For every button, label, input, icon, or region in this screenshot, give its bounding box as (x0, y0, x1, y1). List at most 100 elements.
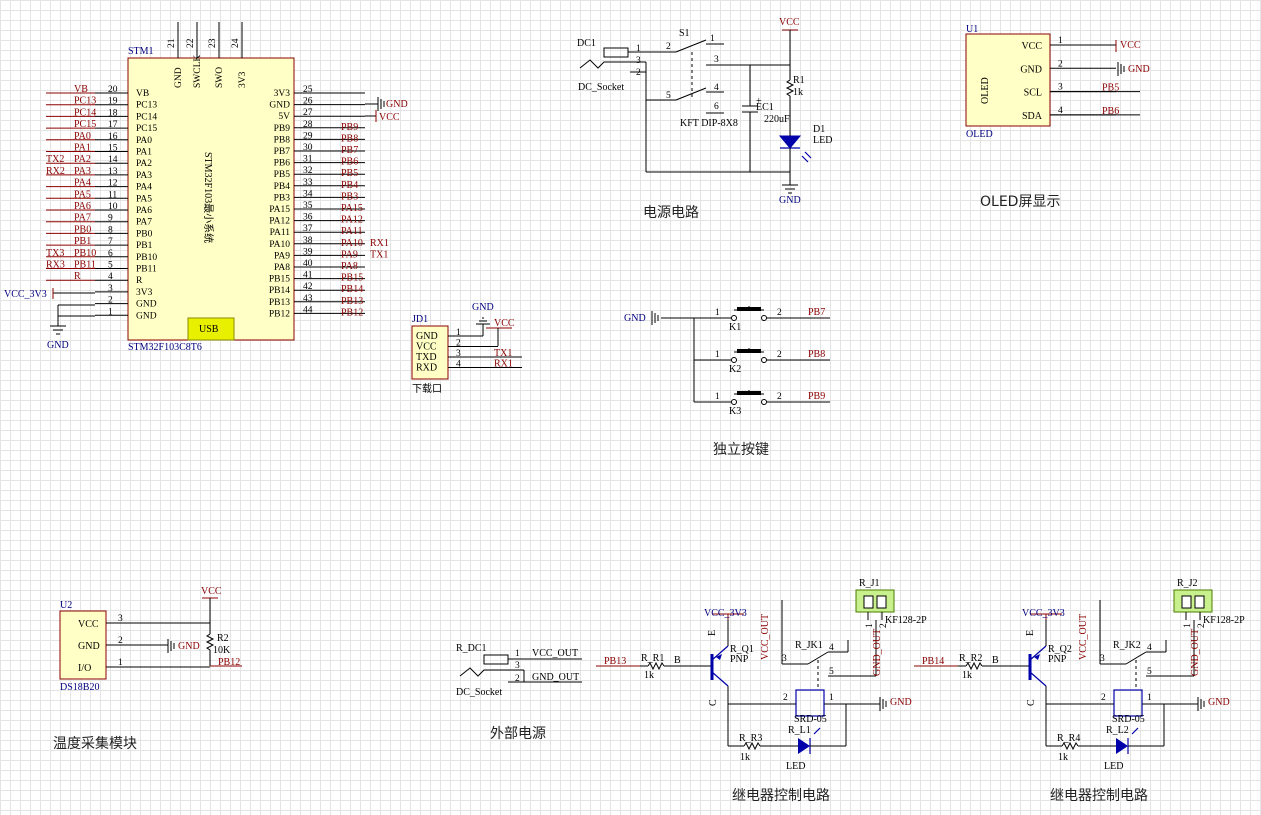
stm-right-pin-name: PA9 (274, 251, 290, 261)
stm-left-pin-name: PA5 (136, 194, 152, 204)
relay-e-label: E (1025, 630, 1036, 636)
relay-jk: R_JK1 (795, 640, 823, 651)
stm-right-pin-name: PB14 (269, 286, 290, 296)
stm-left-pin-name: PA7 (136, 218, 152, 228)
relay-j-part: KF128-2P (1203, 615, 1245, 626)
relay-vcc-out: VCC_OUT (760, 614, 771, 660)
relay-e-label: E (707, 630, 718, 636)
jd1-pin-name: VCC (416, 342, 437, 353)
stm-left-pin-num: 5 (108, 261, 113, 271)
stm-left-pin-num: 2 (108, 296, 113, 306)
relay-jk: R_JK2 (1113, 640, 1141, 651)
stm32-module[interactable]: STM1 USB STM32F103C8T6 STM32F103最小系统 21G… (4, 22, 408, 353)
jd1-vcc: VCC (494, 318, 515, 329)
relay-j: R_J1 (859, 578, 880, 589)
svg-text:6: 6 (714, 102, 719, 112)
stm-right-net-PB15: PB15 (341, 273, 363, 284)
stm-left-pin-num: 15 (108, 144, 118, 154)
jd1-gnd: GND (472, 302, 494, 313)
relay-gnd-out: GND_OUT (872, 629, 883, 676)
relay-caption: 继电器控制电路 (732, 788, 830, 804)
external-power[interactable]: R_DC1 DC_Socket 1 3 2 VCC_OUT GND_OUT 外部… (456, 643, 582, 742)
keys-gnd: GND (624, 313, 646, 324)
relay-j-pin1: 1 (1183, 623, 1193, 628)
stm-right-net-PB3: PB3 (341, 191, 358, 202)
jd1-net-TX1: TX1 (494, 348, 512, 359)
stm-left-pin-name: PC14 (136, 112, 157, 122)
stm-right-pin-num: 28 (303, 120, 313, 130)
oled-pin-num: 3 (1058, 83, 1063, 93)
stm-right-extra: RX1 (370, 238, 389, 249)
oled-net-PB6: PB6 (1102, 106, 1119, 117)
svg-text:3: 3 (515, 661, 520, 671)
stm-right-net-PB12: PB12 (341, 307, 363, 318)
stm-right-net-PA10: PA10 (341, 238, 363, 249)
temp-pin-num: 3 (118, 614, 123, 624)
stm-right-pin-num: 40 (303, 259, 313, 269)
ext-vcc-out: VCC_OUT (532, 648, 578, 659)
relay-b-label: B (992, 655, 999, 666)
relay-j: R_J2 (1177, 578, 1198, 589)
key-net-PB8: PB8 (808, 349, 825, 360)
key-pin2: 2 (777, 392, 782, 402)
key-pin1: 1 (715, 392, 720, 402)
relay-q-type: PNP (730, 654, 749, 665)
stm-left-pin-num: 7 (108, 237, 113, 247)
stm-vcc3v3-label: VCC_3V3 (4, 289, 47, 300)
oled-body-text: OLED (980, 77, 991, 104)
stm-left-net-PB1: PB1 (74, 236, 91, 247)
stm-left-pin-num: 17 (108, 120, 118, 130)
key-net-PB9: PB9 (808, 391, 825, 402)
relay-q: R_Q2 (1048, 644, 1072, 655)
stm-right-pin-name: PB4 (274, 182, 291, 192)
relay-j-part: KF128-2P (885, 615, 927, 626)
jd1-body (411, 325, 449, 380)
ec1-label: EC1 (756, 102, 774, 113)
relay-led: R_L1 (788, 725, 811, 736)
stm-right-pin-num: 36 (303, 213, 313, 223)
relay-r-led-value: 1k (740, 752, 750, 763)
stm-right-pin-num: 34 (303, 189, 313, 199)
relay-vcc-out: VCC_OUT (1078, 614, 1089, 660)
stm-left-pin-name: PB0 (136, 229, 153, 239)
relay-jk-pin5: 5 (1147, 667, 1152, 677)
stm-right-pin-name: PB9 (274, 124, 291, 134)
switch-part: KFT DIP-8X8 (680, 118, 738, 129)
stm-top-pin-name: SWCLK (193, 55, 203, 88)
stm-left-pin-name: PA3 (136, 171, 152, 181)
power-vcc: VCC (779, 17, 800, 28)
stm-left-pin-name: PA2 (136, 159, 152, 169)
stm-right-pin-name: PA10 (269, 240, 290, 250)
relay-r-led: R_R4 (1057, 733, 1080, 744)
stm-right-pin-name: PB3 (274, 193, 291, 203)
relay-gnd: GND (1208, 697, 1230, 708)
relay-j-pin1: 1 (865, 623, 875, 628)
relay-led-value: LED (786, 761, 805, 772)
key-name: K1 (729, 322, 741, 333)
oled-pin-name: VCC (1021, 41, 1042, 52)
jd1-pin-num: 3 (456, 349, 461, 359)
stm-top-pin-num: 21 (167, 38, 177, 48)
stm-left-pin-num: 10 (108, 202, 118, 212)
temp-gnd: GND (178, 641, 200, 652)
stm-right-net-PB4: PB4 (341, 180, 358, 191)
relay-led-value: LED (1104, 761, 1123, 772)
stm-left-net-PA3: PA3 (74, 166, 91, 177)
relay-q: R_Q1 (730, 644, 754, 655)
stm-left-net-PA7: PA7 (74, 213, 91, 224)
power-circuit[interactable]: DC1 DC_Socket 1 3 2 S1 2 1 3 4 5 6 KFT D… (577, 17, 832, 221)
stm-left-pin-num: 1 (108, 307, 113, 317)
r1-label: R1 (793, 75, 805, 86)
